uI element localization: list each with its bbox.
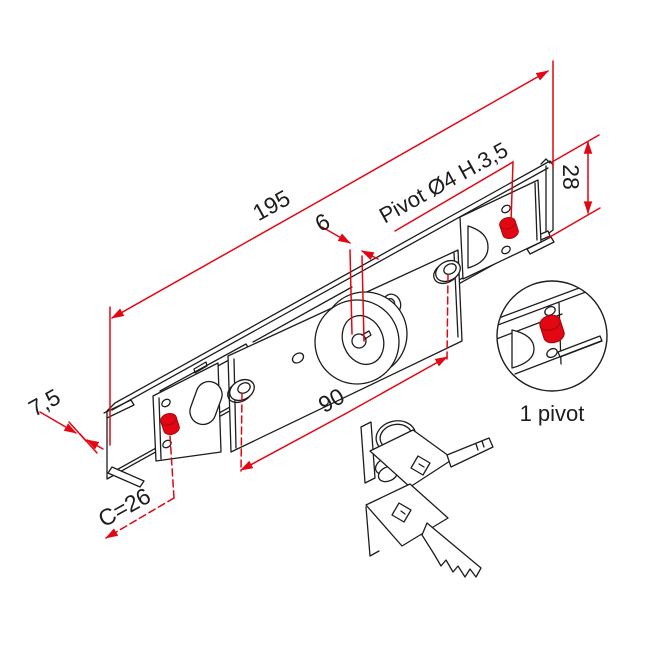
right-plate-edge-line — [534, 182, 538, 241]
leader-pivot-spec — [394, 160, 514, 232]
rail-right-notch — [540, 158, 551, 165]
cylinder-rim-front — [314, 299, 400, 385]
dim-line-90-left — [240, 413, 346, 471]
dim-label-profile-height: 28 — [558, 164, 584, 190]
right-plate-hole-bottom — [501, 245, 511, 255]
key-lower — [365, 483, 482, 578]
ext-line-6-right — [361, 255, 365, 342]
dim-label-profile-depth: 7,5 — [24, 383, 65, 421]
keys — [360, 420, 494, 578]
ext-dash-c26 — [169, 435, 175, 499]
key-upper-thickness — [360, 421, 376, 484]
key-upper — [360, 421, 494, 488]
dim-label-slot-width: 6 — [310, 208, 334, 237]
dim-line-c26 — [105, 497, 175, 539]
detail-view: 1 pivot — [496, 280, 608, 426]
key-lower-hole — [391, 502, 412, 523]
central-body — [189, 249, 463, 453]
keyhole-icon — [351, 330, 372, 349]
groove-line-right — [252, 286, 353, 343]
dim-line-6-a — [321, 226, 351, 244]
rail-right-bottom-fold — [526, 236, 555, 255]
groove-tab — [193, 361, 208, 374]
rail-left-top-lip — [103, 399, 135, 419]
key-upper-blade — [446, 437, 494, 468]
dim-line-195-left — [111, 194, 331, 319]
detail-hole-bottom — [546, 347, 558, 359]
left-oblong-slot — [189, 380, 223, 426]
pivot-left — [160, 412, 180, 436]
dim-line-75-a — [39, 411, 77, 434]
dim-line-90-right — [344, 356, 448, 415]
ext-dash-90-right — [446, 274, 449, 360]
detail-caption: 1 pivot — [520, 401, 585, 426]
ext-line-28-bottom — [547, 207, 601, 239]
left-plate-hole-top — [161, 398, 171, 408]
cylinder-lock — [314, 291, 408, 385]
key-lower-blade — [421, 522, 482, 578]
dim-line-195-right — [329, 70, 549, 196]
ext-line-6-left — [349, 249, 353, 335]
ext-dash-90-left — [240, 393, 243, 472]
fixing-hole-right — [433, 259, 461, 285]
small-hole — [291, 352, 305, 364]
key-lower-thickness — [365, 506, 380, 557]
right-plate-hole-top — [501, 204, 511, 214]
rail-top-flange-line — [111, 167, 549, 411]
detail-hole-top — [544, 305, 556, 317]
left-plate-edge-line — [158, 397, 162, 460]
detail-cutout — [511, 329, 535, 369]
fixing-hole-left — [227, 378, 255, 404]
dim-label-pivot-position: C=26 — [94, 482, 155, 532]
central-body-left-edge — [233, 358, 237, 449]
dim-line-75-b — [86, 439, 104, 450]
dim-line-6-b — [361, 250, 379, 261]
ext-line-28-top — [551, 134, 600, 163]
detail-pivot — [539, 314, 565, 344]
cylinder-face — [341, 314, 385, 366]
rail-left-bottom-fold — [107, 466, 145, 488]
right-plate-cutout — [467, 225, 489, 269]
